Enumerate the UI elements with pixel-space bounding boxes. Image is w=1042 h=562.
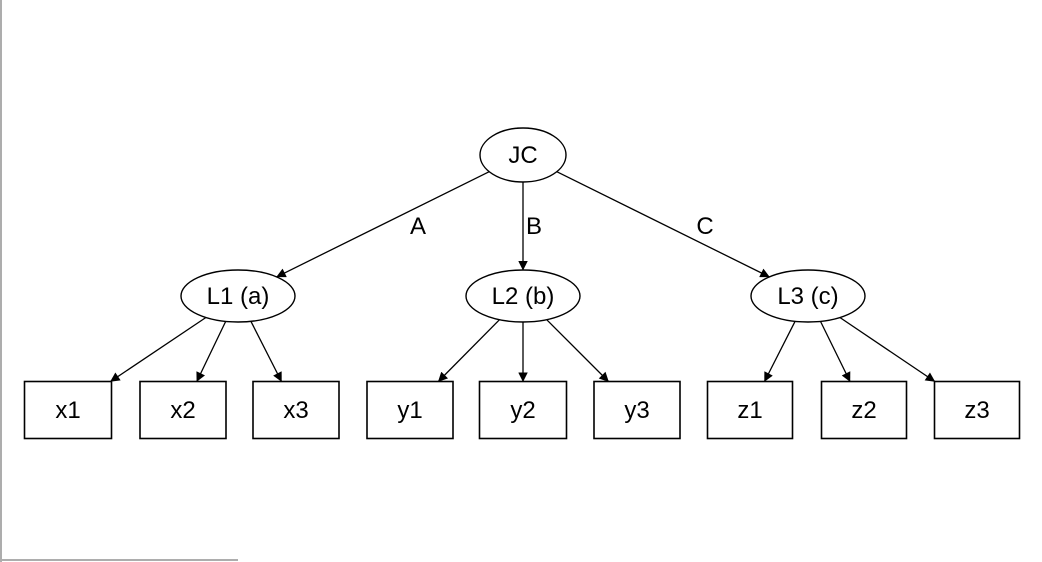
node-JC-ellipse <box>479 127 567 183</box>
node-z2-label: z2 <box>851 397 876 424</box>
node-y3-box <box>593 380 681 440</box>
edge-L2-y1 <box>437 319 500 382</box>
node-x3: x3 <box>252 380 340 440</box>
node-JC: JC <box>479 127 567 183</box>
node-z1-box <box>706 380 794 440</box>
node-x3-label: x3 <box>283 397 308 424</box>
node-z1: z1 <box>706 380 794 440</box>
node-L3: L3 (c) <box>750 269 866 323</box>
edge-L1-x2 <box>196 321 227 382</box>
node-x1-label: x1 <box>55 397 80 424</box>
node-z3: z3 <box>933 380 1021 440</box>
node-y3-label: y3 <box>624 397 649 424</box>
edge-L3-z3 <box>839 316 936 383</box>
nodes-layer: JC L1 (a) L2 (b) L3 (c) x1 x2 x3 y1 y2 y3 z1 z2 z3 <box>23 127 1021 440</box>
edge-label-JC-L3: C <box>696 213 713 240</box>
node-z2: z2 <box>820 380 908 440</box>
node-y1: y1 <box>366 380 454 440</box>
node-x3-box <box>252 380 340 440</box>
window-border-left-edge <box>0 0 2 562</box>
window-border-bottom-edge <box>0 559 238 561</box>
node-y1-box <box>366 380 454 440</box>
edge-JC-L3 <box>556 171 770 278</box>
edge-L3-z1 <box>763 321 796 382</box>
node-L3-ellipse <box>750 269 866 323</box>
edge-L3-z2 <box>819 321 851 382</box>
node-x2-label: x2 <box>170 397 195 424</box>
node-z1-label: z1 <box>737 397 762 424</box>
node-x2: x2 <box>139 380 227 440</box>
node-L1: L1 (a) <box>180 269 296 323</box>
node-y3: y3 <box>593 380 681 440</box>
node-x1-box <box>23 380 113 440</box>
edge-L1-x1 <box>110 316 207 383</box>
node-L3-label: L3 (c) <box>777 283 838 310</box>
node-y2-label: y2 <box>510 397 535 424</box>
node-z3-box <box>933 380 1021 440</box>
node-JC-label: JC <box>508 142 537 169</box>
edge-L1-x3 <box>250 321 283 382</box>
edges-layer: A B C <box>110 171 936 383</box>
edge-label-JC-L2: B <box>526 213 542 240</box>
node-x2-box <box>139 380 227 440</box>
edge-L2-y3 <box>546 319 609 382</box>
node-z2-box <box>820 380 908 440</box>
node-z3-label: z3 <box>964 397 989 424</box>
node-L2: L2 (b) <box>465 269 581 323</box>
edge-JC-L1 <box>276 171 490 278</box>
node-y2-box <box>478 380 568 440</box>
node-L1-ellipse <box>180 269 296 323</box>
edge-label-JC-L1: A <box>410 213 426 240</box>
node-L2-ellipse <box>465 269 581 323</box>
node-L2-label: L2 (b) <box>492 283 555 310</box>
node-x1: x1 <box>23 380 113 440</box>
node-L1-label: L1 (a) <box>207 283 270 310</box>
node-y1-label: y1 <box>397 397 422 424</box>
node-y2: y2 <box>478 380 568 440</box>
